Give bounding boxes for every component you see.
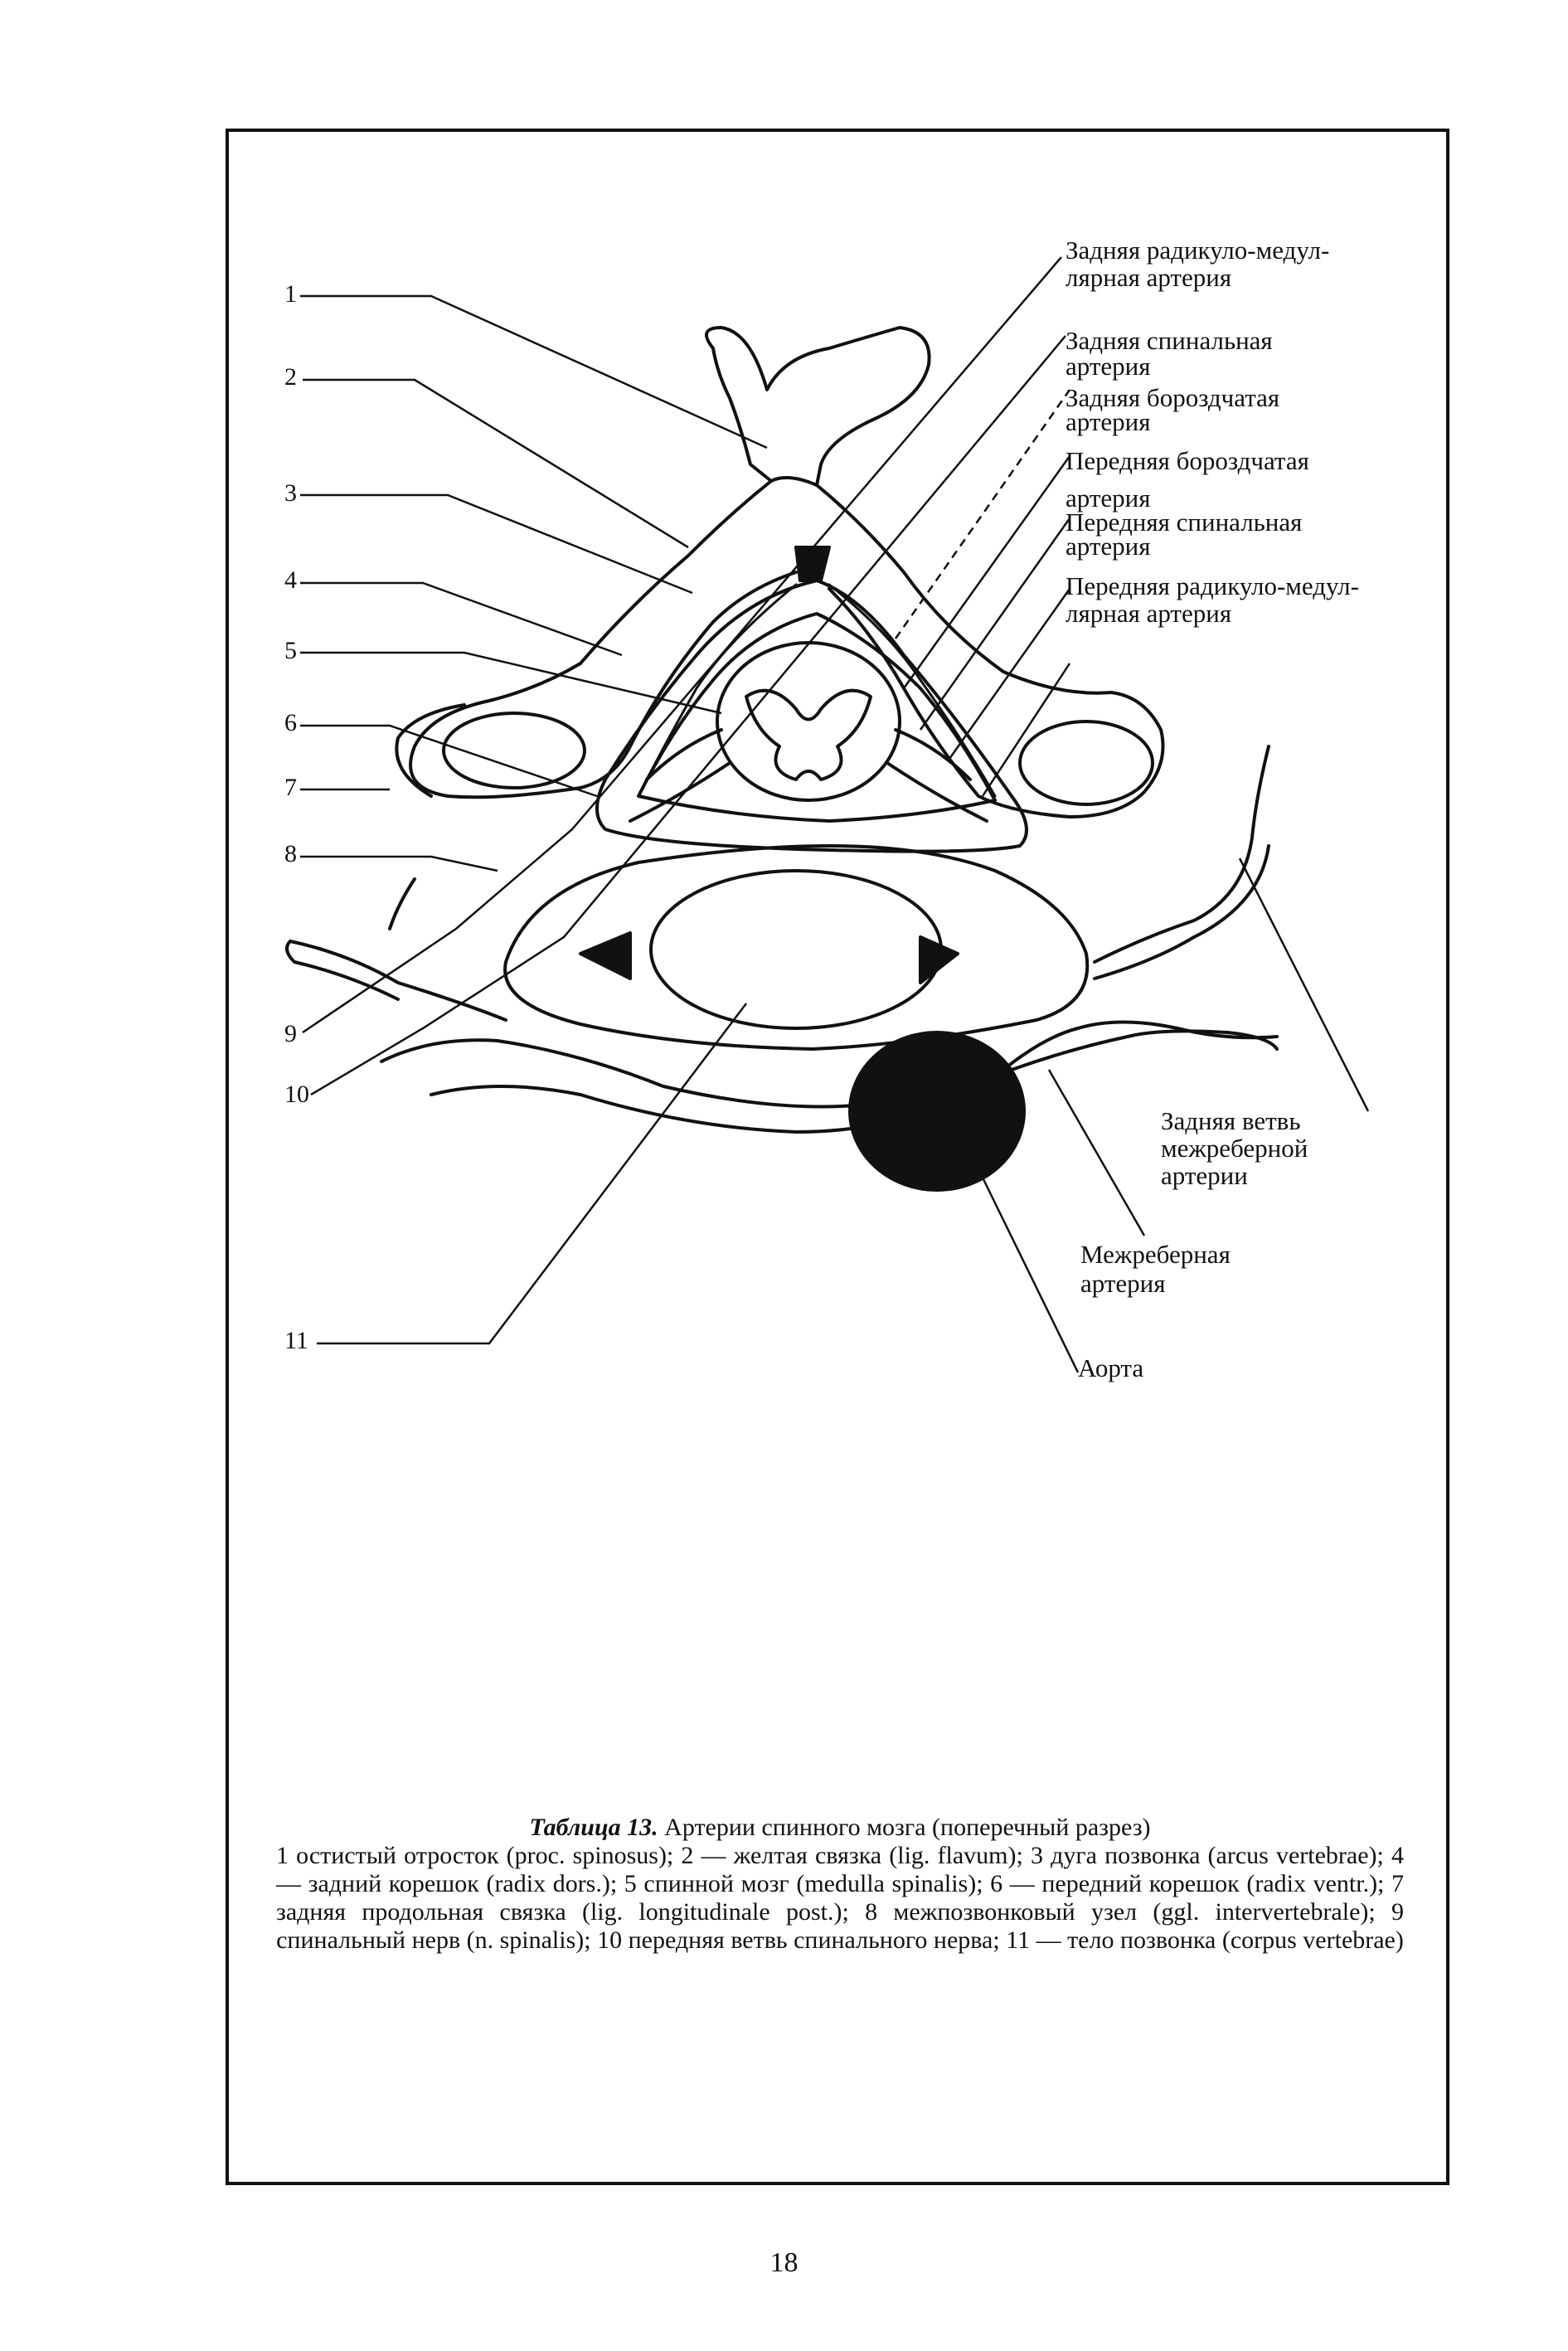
label-posterior-radiculomedullary-artery: Задняя радикуло-медул- лярная артерия	[1066, 236, 1330, 292]
right-roots	[886, 728, 988, 823]
left-transverse-process	[395, 703, 466, 798]
grey-matter	[745, 688, 872, 781]
label-number-5: 5	[284, 637, 297, 664]
spinous-process	[705, 326, 931, 487]
left-lamina	[409, 479, 798, 799]
label-posterior-spinal-artery: Задняя спинальная артерия	[1066, 326, 1273, 381]
left-roots	[629, 728, 731, 823]
page-number: 18	[769, 2247, 799, 2278]
label-number-10: 10	[284, 1081, 309, 1108]
vertebral-canal	[595, 579, 1028, 853]
vertebral-body-spongy	[649, 869, 943, 1030]
label-number-4: 4	[284, 566, 297, 594]
label-number-6: 6	[284, 709, 297, 736]
label-posterior-branch-intercostal: Задняя ветвь межреберной артерии	[1161, 1106, 1308, 1190]
right-spinal-nerve	[1093, 745, 1270, 980]
figure-frame	[226, 129, 1449, 2185]
left-nerve-curve	[388, 877, 416, 930]
right-lamina	[815, 483, 1165, 818]
label-number-3: 3	[284, 479, 297, 507]
label-number-2: 2	[284, 363, 297, 391]
aorta	[848, 1031, 1026, 1192]
left-spinal-nerve	[285, 940, 507, 1022]
label-aorta: Аорта	[1078, 1353, 1144, 1382]
caption-title: Таблица 13.	[529, 1814, 658, 1841]
figure-caption: Таблица 13. Артерии спинного мозга (попе…	[276, 1814, 1404, 1955]
left-transverse-spongy	[442, 712, 586, 789]
caption-body: 1 остистый отросток (proc. spinosus); 2 …	[276, 1842, 1404, 1954]
label-anterior-radiculomedullary-artery: Передняя радикуло-медул- лярная артерия	[1066, 571, 1359, 628]
label-number-8: 8	[284, 840, 297, 867]
label-number-7: 7	[284, 774, 297, 801]
label-number-9: 9	[284, 1020, 297, 1047]
label-number-1: 1	[284, 280, 297, 308]
label-anterior-sulcal-artery: Передняя бороздчатая артерия	[1066, 446, 1309, 512]
right-transverse-spongy	[1018, 720, 1154, 806]
vertebral-body	[503, 844, 1090, 1051]
label-number-11: 11	[284, 1327, 308, 1354]
intercostal-artery	[1002, 1020, 1279, 1071]
label-posterior-sulcal-artery: Задняя бороздчатая артерия	[1066, 383, 1280, 436]
caption-heading: Артерии спинного мозга (поперечный разре…	[664, 1814, 1151, 1841]
label-intercostal-artery: Межреберная артерия	[1080, 1240, 1231, 1298]
label-anterior-spinal-artery: Передняя спинальная артерия	[1066, 508, 1303, 561]
